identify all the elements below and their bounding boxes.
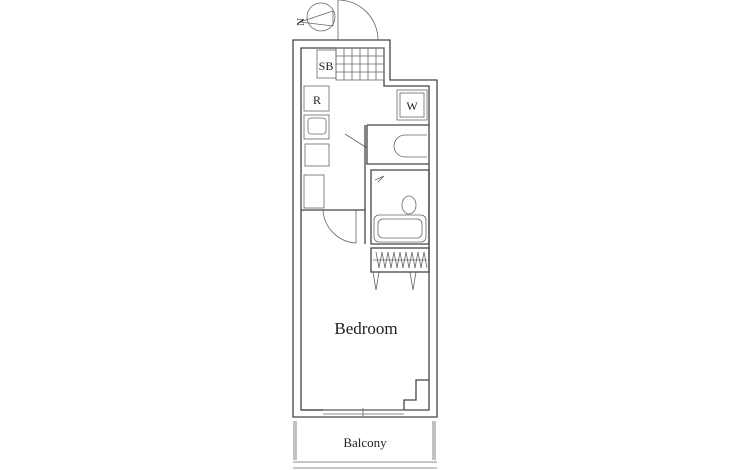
compass-icon: N — [295, 2, 336, 32]
balcony-label: Balcony — [343, 435, 387, 450]
cabinet — [303, 174, 325, 209]
entrance-door — [337, 0, 379, 41]
refrigerator: R — [303, 85, 330, 112]
bedroom-door — [322, 209, 357, 244]
closet — [370, 247, 430, 291]
bedroom: Bedroom — [301, 319, 429, 416]
bathtub — [373, 214, 427, 243]
bedroom-label: Bedroom — [334, 319, 397, 338]
washer-space: W — [396, 89, 428, 121]
compass-north-label: N — [295, 18, 307, 26]
toilet-room — [344, 124, 429, 165]
shoe-box: SB — [316, 49, 337, 79]
bathroom — [370, 169, 430, 245]
sink-basin-icon — [307, 117, 327, 135]
refrigerator-label: R — [313, 93, 321, 107]
balcony: Balcony — [293, 421, 437, 469]
shoe-box-label: SB — [319, 59, 334, 73]
entry-tile-floor — [335, 47, 385, 81]
washer-label: W — [406, 99, 418, 113]
stove — [304, 143, 330, 167]
kitchen-sink — [303, 114, 330, 140]
